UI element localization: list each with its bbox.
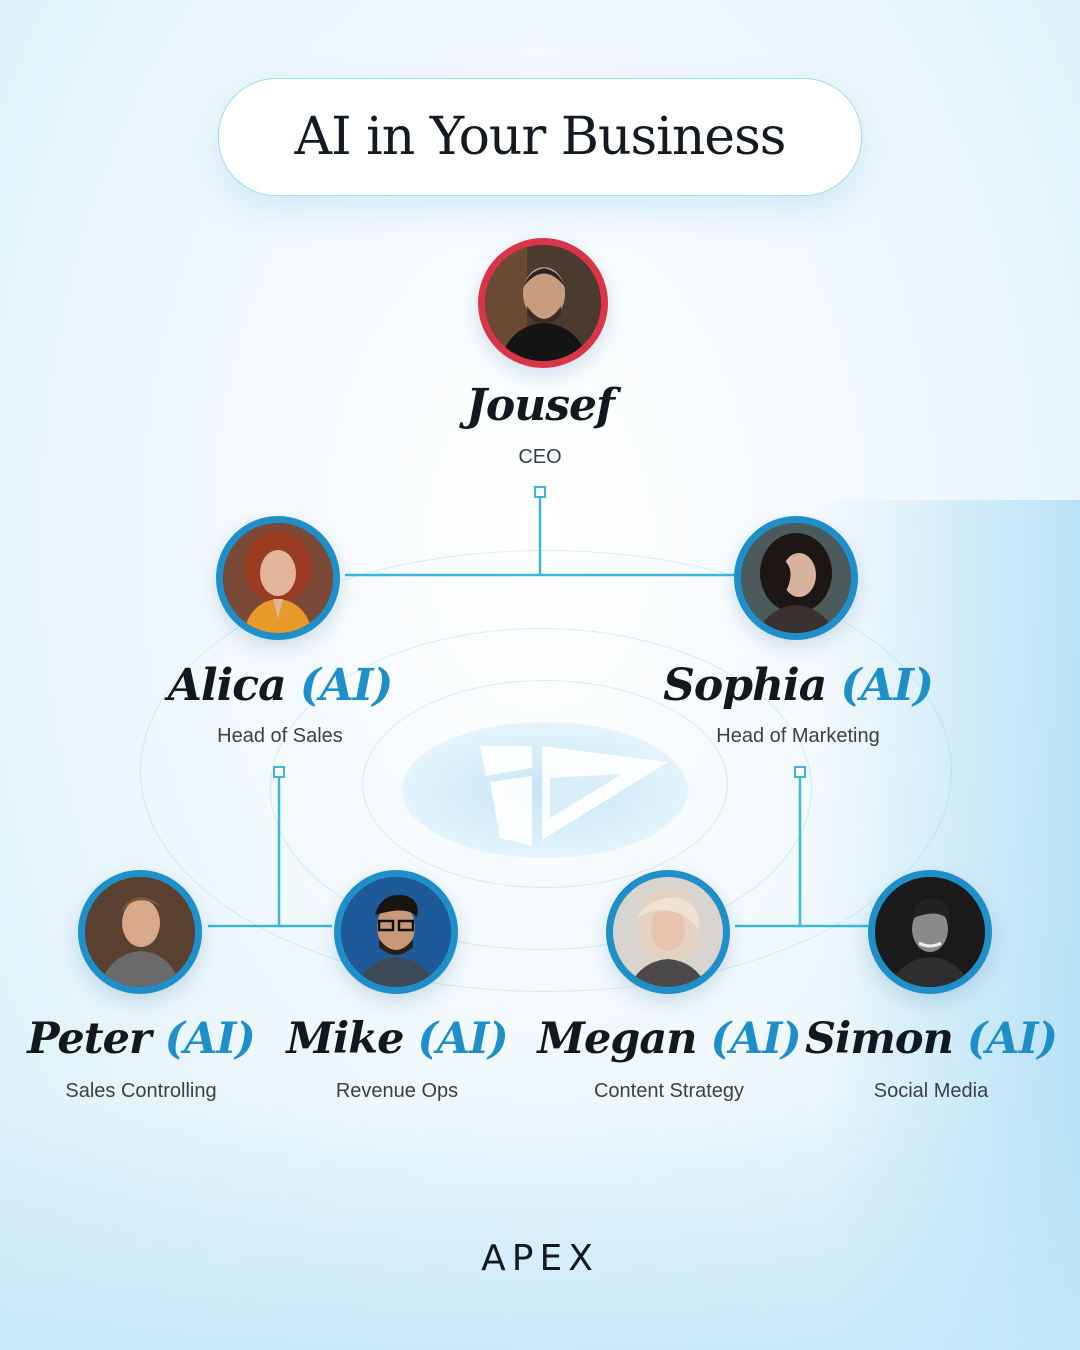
title-banner: AI in Your Business	[218, 78, 862, 196]
person-portrait-icon	[223, 523, 333, 633]
head-name-sophia: Sophia (AI)	[663, 660, 934, 711]
team-role-mike: Revenue Ops	[335, 1080, 459, 1102]
person-portrait-icon	[613, 877, 723, 987]
avatar-alica	[216, 516, 340, 640]
team-name-peter: Peter (AI)	[27, 1014, 256, 1064]
decor-ring-outer	[140, 550, 952, 992]
connector-node-icon	[794, 766, 806, 778]
head-name-alica: Alica (AI)	[167, 660, 394, 711]
team-name-megan: Megan (AI)	[537, 1014, 801, 1064]
watermark-logo	[402, 722, 688, 858]
ceo-name: Jousef	[466, 380, 615, 431]
background-glow-bottom	[0, 1090, 1080, 1350]
team-role-megan: Content Strategy	[593, 1080, 745, 1102]
head-role-sophia: Head of Marketing	[716, 725, 880, 747]
team-role-simon: Social Media	[873, 1080, 989, 1102]
ceo-role: CEO	[518, 446, 562, 468]
person-portrait-icon	[485, 245, 601, 361]
head-role-alica: Head of Sales	[217, 725, 343, 747]
page-title: AI in Your Business	[294, 107, 787, 167]
decor-ring-inner	[362, 680, 728, 888]
person-portrait-icon	[875, 877, 985, 987]
watermark-logo-icon	[480, 746, 668, 846]
connector-node-icon	[534, 486, 546, 498]
decor-ring-middle	[270, 628, 812, 950]
team-name-mike: Mike (AI)	[286, 1014, 508, 1064]
avatar-mike	[334, 870, 458, 994]
avatar-peter	[78, 870, 202, 994]
avatar-sophia	[734, 516, 858, 640]
person-portrait-icon	[741, 523, 851, 633]
avatar-simon	[868, 870, 992, 994]
team-name-simon: Simon (AI)	[805, 1014, 1058, 1064]
connector-node-icon	[273, 766, 285, 778]
person-portrait-icon	[341, 877, 451, 987]
person-portrait-icon	[85, 877, 195, 987]
apex-logo: APEX	[481, 1238, 599, 1279]
team-role-peter: Sales Controlling	[65, 1080, 217, 1102]
avatar-jousef	[478, 238, 608, 368]
avatar-megan	[606, 870, 730, 994]
